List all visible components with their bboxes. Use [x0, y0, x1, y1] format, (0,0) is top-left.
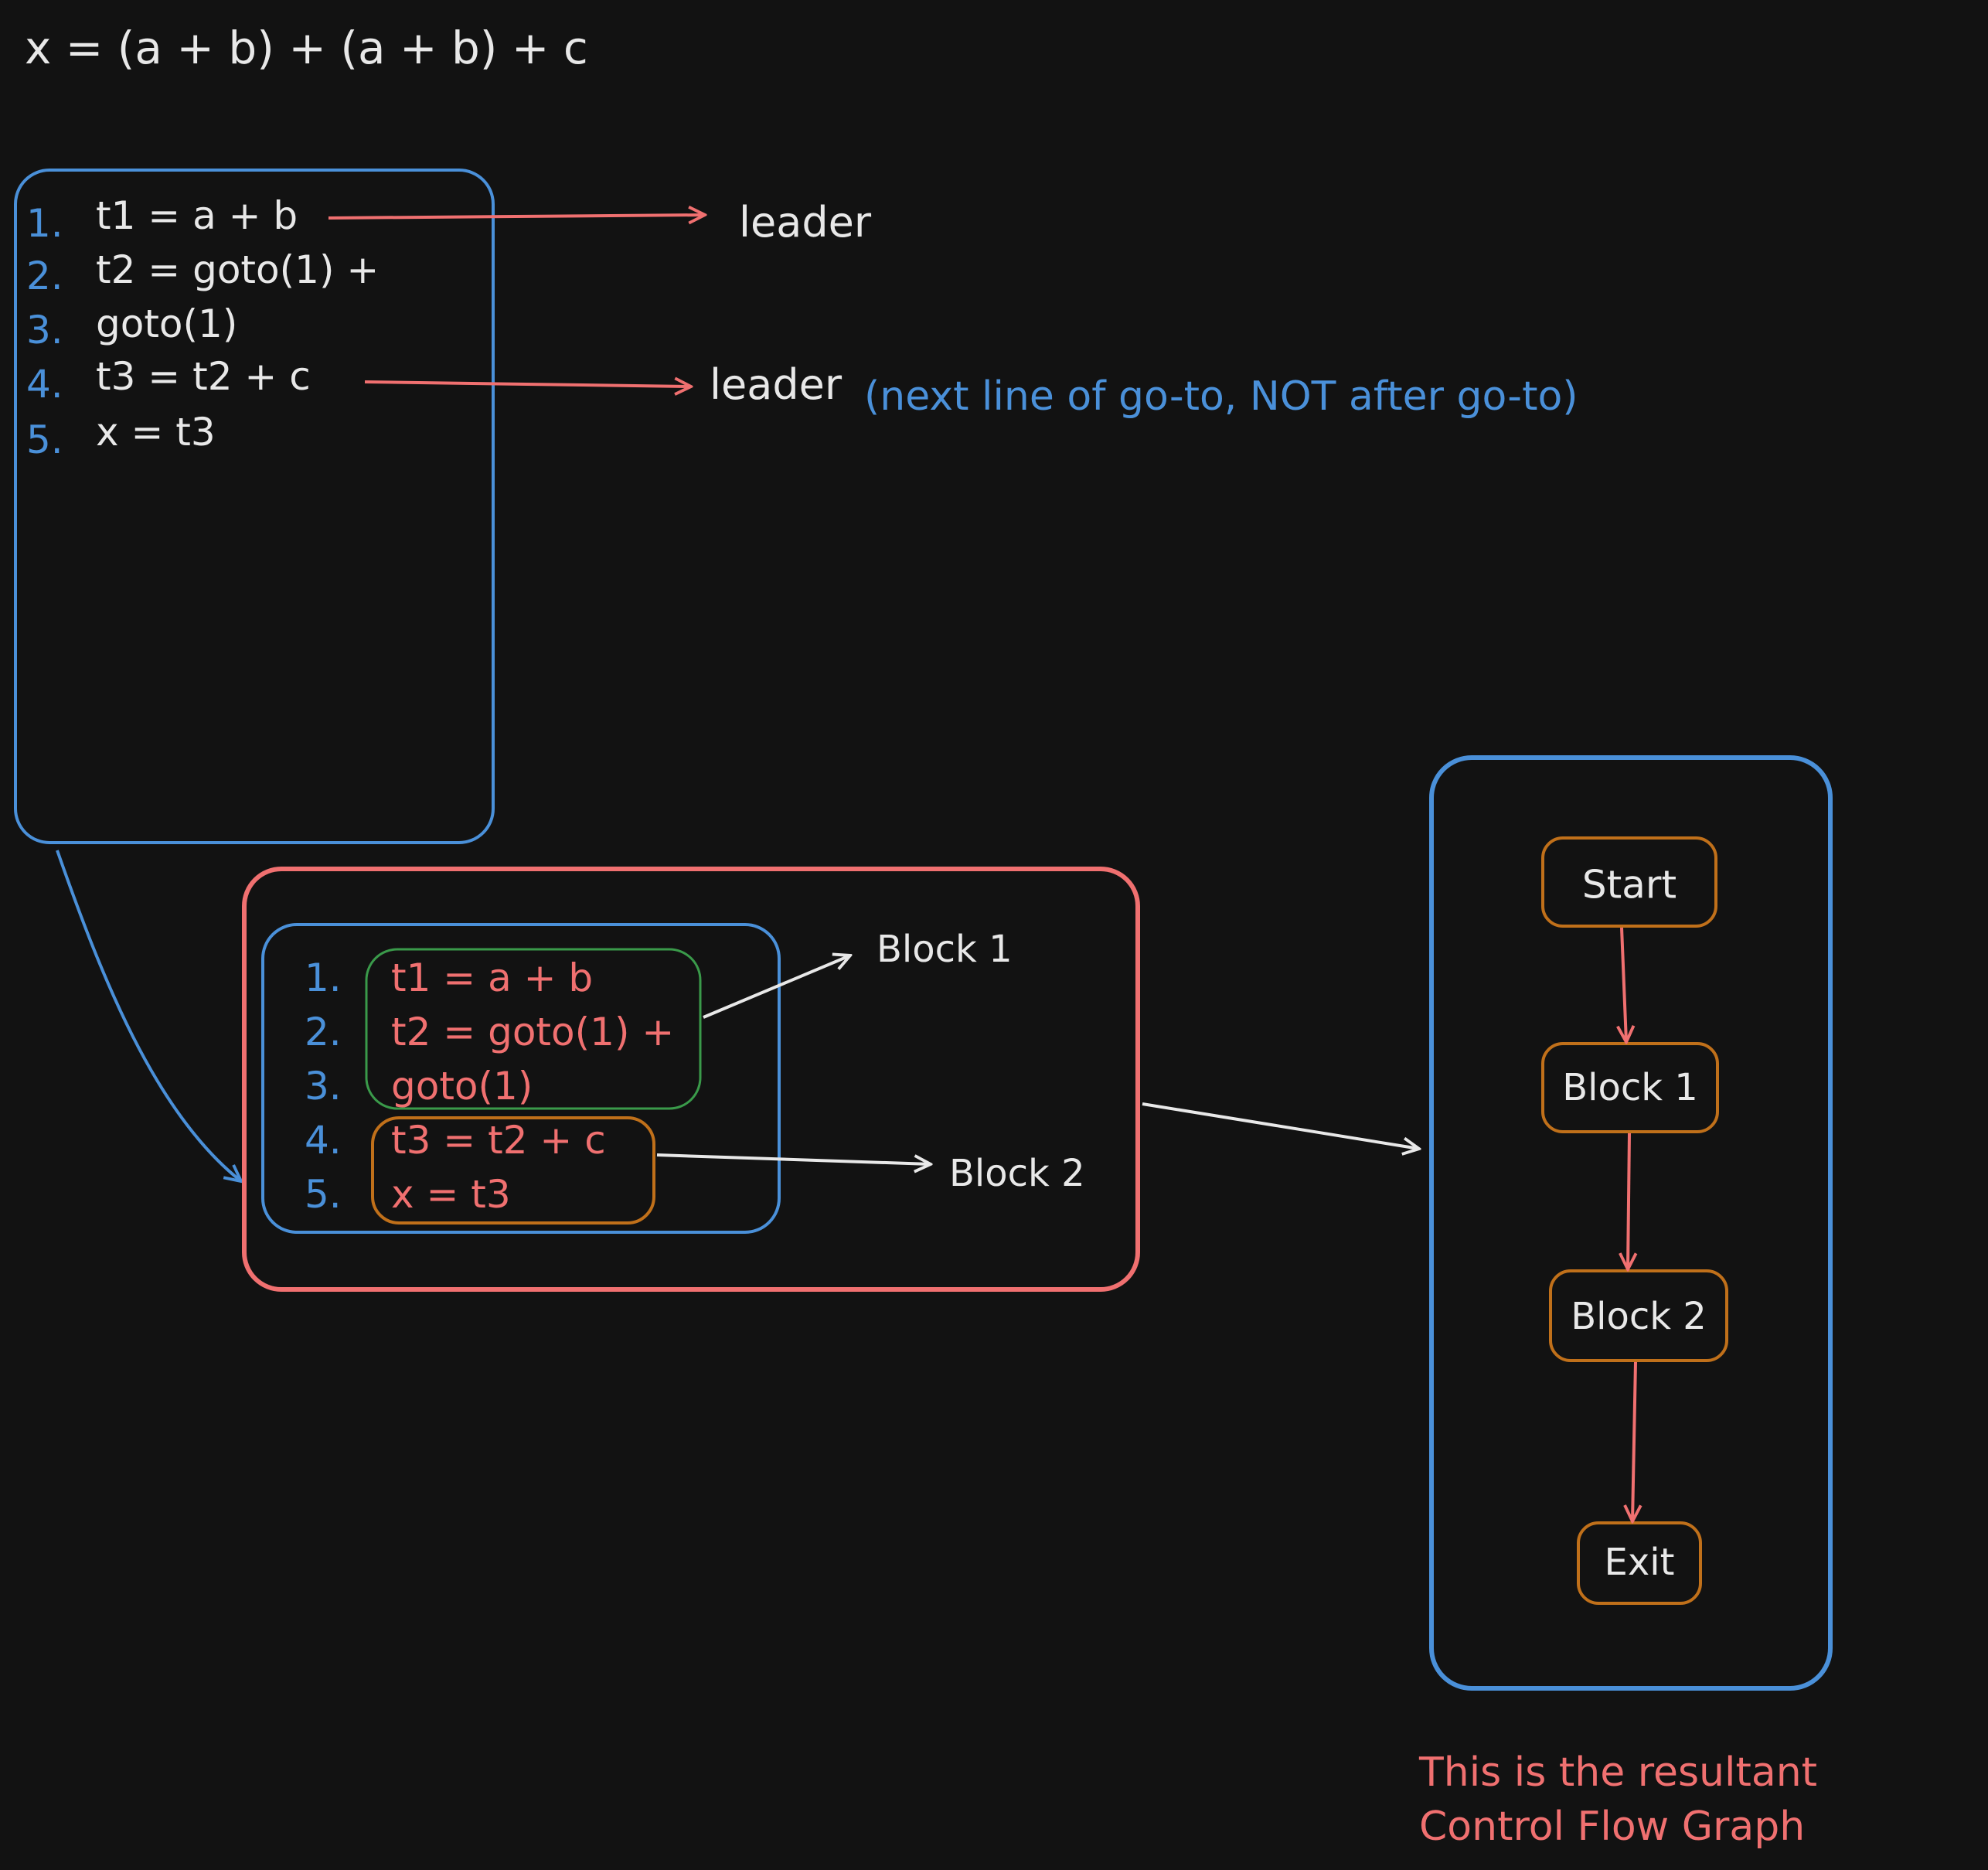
line-number: 4. — [26, 362, 63, 407]
block1-label: Block 1 — [877, 928, 1013, 971]
leader-arrow-2 — [364, 382, 691, 387]
block2-label: Block 2 — [949, 1152, 1085, 1195]
cfg-node-exit-label: Exit — [1605, 1541, 1675, 1584]
line-number: 1. — [305, 955, 342, 1000]
block1-pointer-arrow — [703, 955, 850, 1019]
blocks-to-cfg-arrow — [1142, 1102, 1419, 1149]
cfg-node-start — [1541, 836, 1717, 928]
code-line: goto(1) — [96, 301, 237, 346]
blocks-inner-box — [261, 923, 781, 1234]
cfg-node-block2 — [1549, 1269, 1728, 1362]
cfg-caption-line2: Control Flow Graph — [1419, 1804, 1805, 1850]
listing-to-blocks-arrow — [56, 850, 241, 1181]
cfg-edge-block1-block2 — [1628, 1133, 1629, 1269]
cfg-node-block2-label: Block 2 — [1571, 1295, 1707, 1338]
line-number: 1. — [26, 201, 63, 246]
cfg-edge-start-block1 — [1622, 927, 1626, 1042]
cfg-caption-line1: This is the resultant — [1418, 1749, 1817, 1796]
code-listing: 1. t1 = a + b 2. t2 = goto(1) + 3. goto(… — [26, 193, 379, 462]
code-line: x = t3 — [391, 1172, 511, 1217]
block2-pointer-arrow — [656, 1153, 931, 1164]
code-line: t2 = goto(1) + — [391, 1010, 674, 1054]
block2-highlight — [371, 1116, 655, 1225]
leader-note: (next line of go-to, NOT after go-to) — [864, 373, 1578, 420]
cfg-edge-block2-exit — [1632, 1361, 1636, 1521]
line-number: 4. — [305, 1118, 342, 1163]
line-number: 3. — [26, 308, 63, 353]
leader-label-1: leader — [739, 198, 872, 247]
code-line: t3 = t2 + c — [96, 354, 311, 399]
blocks-listing: 1. t1 = a + b 2. t2 = goto(1) + 3. goto(… — [305, 955, 674, 1217]
line-number: 2. — [26, 254, 63, 298]
equation-title: x = (a + b) + (a + b) + c — [25, 22, 588, 74]
code-line: t2 = goto(1) + — [96, 247, 379, 292]
leader-label-2: leader — [710, 360, 843, 409]
code-line: t1 = a + b — [96, 193, 298, 238]
line-number: 5. — [305, 1172, 342, 1217]
cfg-node-block1-label: Block 1 — [1562, 1066, 1698, 1109]
cfg-node-start-label: Start — [1582, 863, 1677, 908]
code-line: goto(1) — [391, 1064, 533, 1109]
code-listing-box — [14, 169, 495, 844]
line-number: 3. — [305, 1064, 342, 1109]
line-number: 2. — [305, 1010, 342, 1054]
code-line: x = t3 — [96, 410, 216, 455]
line-number: 5. — [26, 417, 63, 462]
blocks-outer-box — [242, 867, 1140, 1292]
code-line: t3 = t2 + c — [391, 1118, 606, 1163]
code-line: t1 = a + b — [391, 955, 593, 1000]
block1-highlight — [365, 948, 702, 1110]
cfg-container — [1429, 755, 1833, 1691]
leader-arrow-1 — [328, 215, 705, 218]
